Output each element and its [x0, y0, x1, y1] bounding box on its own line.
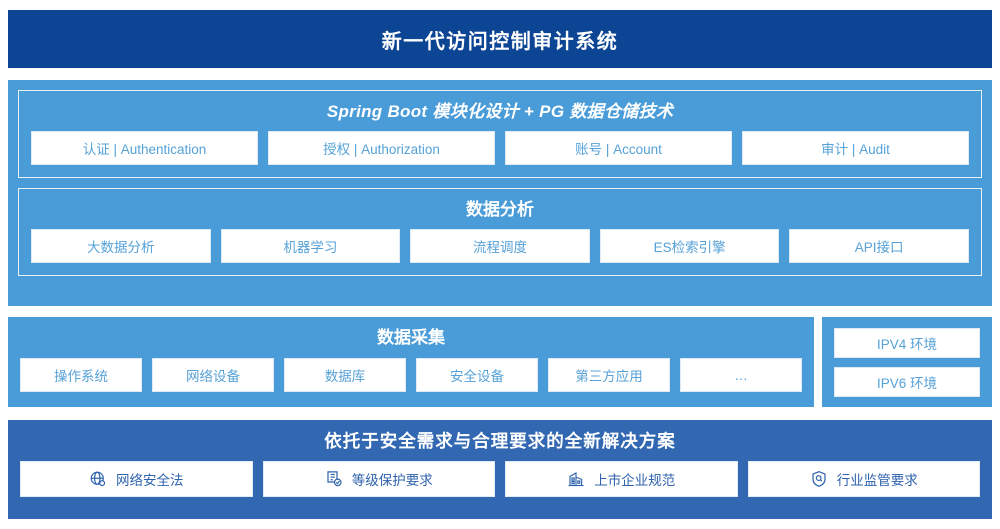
card-label: IPV6 环境 — [876, 375, 938, 391]
card-label: 授权 | Authorization — [323, 142, 440, 157]
building-icon — [567, 470, 585, 488]
card-label: 流程调度 — [472, 240, 527, 255]
data-collection-panel: 数据采集 操作系统 网络设备 数据库 安全设备 第三方应用 … — [8, 317, 814, 407]
card-label: 行业监管要求 — [836, 473, 918, 488]
springboot-group-title: Spring Boot 模块化设计 + PG 数据仓储技术 — [326, 102, 674, 121]
data-collection-card-row: 操作系统 网络设备 数据库 安全设备 第三方应用 … — [20, 358, 802, 392]
card-label: 大数据分析 — [87, 240, 155, 255]
document-check-icon — [325, 470, 343, 488]
card-process-scheduling[interactable]: 流程调度 — [410, 229, 590, 263]
card-security-device[interactable]: 安全设备 — [416, 358, 538, 392]
springboot-card-row: 认证 | Authentication 授权 | Authorization 账… — [31, 131, 969, 165]
data-analysis-card-row: 大数据分析 机器学习 流程调度 ES检索引擎 API接口 — [31, 229, 969, 263]
card-label: … — [734, 367, 748, 383]
card-ipv6-environment[interactable]: IPV6 环境 — [834, 366, 980, 397]
card-label: 认证 | Authentication — [82, 142, 207, 157]
card-machine-learning[interactable]: 机器学习 — [220, 229, 401, 263]
globe-icon — [89, 470, 107, 488]
data-analysis-group: 数据分析 大数据分析 机器学习 流程调度 ES检索引擎 API接口 — [18, 188, 982, 276]
card-label: 网络安全法 — [116, 473, 184, 488]
page-title: 新一代访问控制审计系统 — [381, 30, 619, 53]
card-label: 数据库 — [324, 369, 366, 384]
card-label: 第三方应用 — [575, 369, 643, 384]
architecture-panel: Spring Boot 模块化设计 + PG 数据仓储技术 认证 | Authe… — [8, 80, 992, 306]
card-audit[interactable]: 审计 | Audit — [742, 131, 969, 165]
card-big-data-analysis[interactable]: 大数据分析 — [31, 229, 211, 263]
shield-search-icon — [810, 470, 828, 488]
card-label: 等级保护要求 — [351, 473, 433, 488]
card-label: ES检索引擎 — [653, 240, 726, 255]
card-label: 网络设备 — [186, 369, 240, 384]
card-account[interactable]: 账号 | Account — [505, 131, 732, 165]
compliance-title: 依托于安全需求与合理要求的全新解决方案 — [324, 431, 676, 451]
card-label: API接口 — [854, 240, 904, 255]
data-analysis-group-title: 数据分析 — [466, 200, 534, 219]
card-label: 上市企业规范 — [594, 473, 676, 488]
compliance-panel: 依托于安全需求与合理要求的全新解决方案 网络安全法 — [8, 420, 992, 519]
card-authentication[interactable]: 认证 | Authentication — [31, 131, 258, 165]
springboot-group: Spring Boot 模块化设计 + PG 数据仓储技术 认证 | Authe… — [18, 90, 982, 178]
ip-environment-panel: IPV4 环境 IPV6 环境 — [822, 317, 992, 407]
card-authorization[interactable]: 授权 | Authorization — [268, 131, 495, 165]
card-label: 账号 | Account — [575, 142, 662, 157]
card-api-interface[interactable]: API接口 — [789, 229, 969, 263]
card-classified-protection-requirement[interactable]: 等级保护要求 — [262, 461, 495, 497]
card-label: 安全设备 — [450, 369, 504, 384]
card-network-device[interactable]: 网络设备 — [152, 358, 274, 392]
card-operating-system[interactable]: 操作系统 — [20, 358, 142, 392]
card-more-ellipsis[interactable]: … — [680, 358, 802, 392]
card-ipv4-environment[interactable]: IPV4 环境 — [834, 327, 980, 358]
card-label: 操作系统 — [54, 369, 108, 384]
card-label: IPV4 环境 — [876, 336, 938, 352]
card-cybersecurity-law[interactable]: 网络安全法 — [20, 461, 253, 497]
card-es-search-engine[interactable]: ES检索引擎 — [599, 229, 780, 263]
card-third-party-application[interactable]: 第三方应用 — [548, 358, 670, 392]
card-industry-regulation-requirement[interactable]: 行业监管要求 — [747, 461, 980, 497]
page-title-bar: 新一代访问控制审计系统 — [8, 10, 992, 68]
card-label: 审计 | Audit — [821, 142, 890, 157]
card-label: 机器学习 — [283, 240, 338, 255]
card-listed-enterprise-standard[interactable]: 上市企业规范 — [505, 461, 738, 497]
data-collection-title: 数据采集 — [377, 328, 445, 347]
card-database[interactable]: 数据库 — [284, 358, 406, 392]
compliance-card-row: 网络安全法 等级保护要求 — [20, 461, 980, 497]
